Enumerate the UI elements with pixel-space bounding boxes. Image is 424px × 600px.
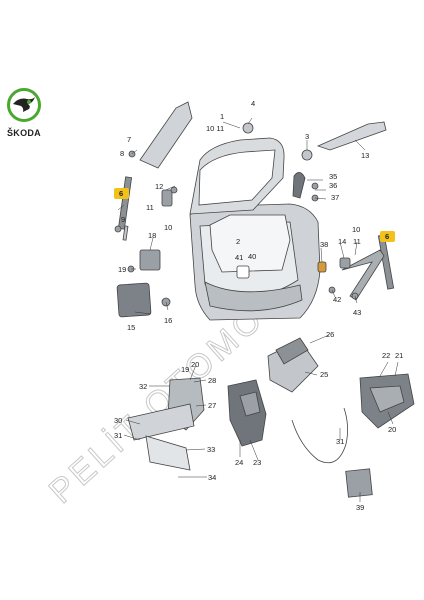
callout-3: 3 bbox=[305, 132, 309, 141]
lower-assemblies bbox=[127, 337, 415, 498]
callout-27: 27 bbox=[208, 401, 216, 410]
callout-8: 8 bbox=[120, 149, 124, 158]
callout-31b: 31 bbox=[114, 431, 122, 440]
callout-39: 39 bbox=[356, 503, 364, 512]
callout-24: 24 bbox=[235, 458, 243, 467]
callout-35: 35 bbox=[329, 172, 337, 181]
callout-26: 26 bbox=[326, 330, 334, 339]
callout-7: 7 bbox=[127, 135, 131, 144]
callout-10c: 10 bbox=[352, 225, 360, 234]
brand-name: ŠKODA bbox=[6, 128, 41, 138]
callout-16: 16 bbox=[164, 316, 172, 325]
callout-6-left: 6 bbox=[119, 189, 123, 198]
callout-36: 36 bbox=[329, 181, 337, 190]
callout-28: 28 bbox=[208, 376, 216, 385]
small-parts bbox=[114, 122, 359, 318]
callout-20b: 20 bbox=[191, 360, 199, 369]
callout-6-right: 6 bbox=[385, 232, 389, 241]
callout-4: 4 bbox=[251, 99, 255, 108]
car-body-illustration bbox=[139, 101, 387, 321]
skoda-logo-icon bbox=[7, 88, 41, 122]
callout-41: 41 bbox=[235, 253, 243, 262]
callout-43: 43 bbox=[353, 308, 361, 317]
skoda-brand: ŠKODA bbox=[2, 88, 46, 138]
callout-32: 32 bbox=[139, 382, 147, 391]
callout-21: 21 bbox=[395, 351, 403, 360]
highlighted-callouts: 6 6 bbox=[114, 188, 395, 242]
callout-37: 37 bbox=[331, 193, 339, 202]
callout-11: 11 bbox=[146, 203, 154, 212]
callout-1: 1 bbox=[220, 112, 224, 121]
callout-30: 30 bbox=[114, 416, 122, 425]
callout-42: 42 bbox=[333, 295, 341, 304]
callout-23: 23 bbox=[253, 458, 261, 467]
callout-31a: 31 bbox=[336, 437, 344, 446]
callout-18: 18 bbox=[148, 231, 156, 240]
callout-11b: 11 bbox=[353, 237, 361, 246]
callout-40: 40 bbox=[248, 252, 256, 261]
callout-labels: 1 10 11 4 3 13 7 8 12 9 11 10 18 19 15 1… bbox=[114, 99, 403, 512]
callout-14: 14 bbox=[338, 237, 346, 246]
callout-15: 15 bbox=[127, 323, 135, 332]
callout-10b: 10 bbox=[164, 223, 172, 232]
callout-13: 13 bbox=[361, 151, 369, 160]
callout-19b: 19 bbox=[181, 365, 189, 374]
highlight-badge-left bbox=[114, 188, 129, 199]
callout-19: 19 bbox=[118, 265, 126, 274]
callout-2: 2 bbox=[236, 237, 240, 246]
callout-22: 22 bbox=[382, 351, 390, 360]
callout-20a: 20 bbox=[388, 425, 396, 434]
highlight-badge-right bbox=[380, 231, 395, 242]
callout-34: 34 bbox=[208, 473, 216, 482]
callout-12: 12 bbox=[155, 182, 163, 191]
callout-25: 25 bbox=[320, 370, 328, 379]
callout-10-11: 10 11 bbox=[206, 124, 224, 133]
callout-38: 38 bbox=[320, 240, 328, 249]
callout-9: 9 bbox=[121, 215, 125, 224]
callout-33: 33 bbox=[207, 445, 215, 454]
